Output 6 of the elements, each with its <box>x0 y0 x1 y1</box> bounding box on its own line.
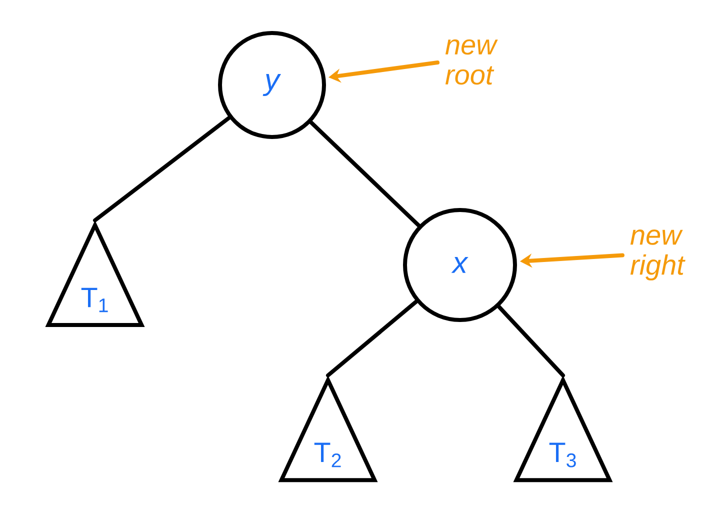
annotation-text: new root <box>445 39 498 85</box>
tree-edge <box>309 120 421 228</box>
tree-edge <box>496 304 565 378</box>
annotation-text: new right <box>630 230 686 280</box>
tree-edge <box>93 116 232 222</box>
tree-edge <box>326 300 418 378</box>
